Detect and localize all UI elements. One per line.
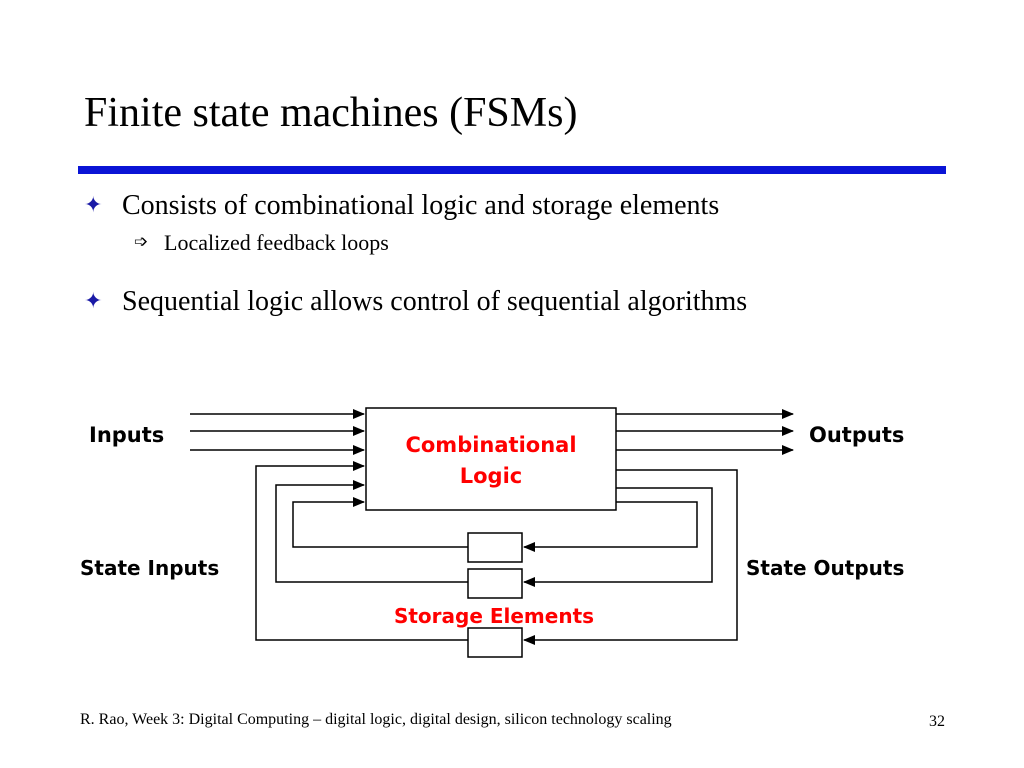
state-outputs-label: State Outputs — [746, 556, 904, 580]
feedback-loop-1-out — [523, 501, 698, 552]
arrow-icon: ➩ — [134, 232, 149, 251]
bullet-1-text: Consists of combinational logic and stor… — [122, 190, 720, 221]
combinational-logic-label-line1: Combinational — [405, 433, 576, 457]
combinational-logic-box — [365, 407, 617, 511]
title-rule — [78, 166, 946, 174]
storage-elements-label: Storage Elements — [394, 604, 594, 628]
four-point-star-icon: ✦ — [84, 288, 103, 313]
combinational-logic-label-line2: Logic — [460, 464, 523, 488]
slide-title: Finite state machines (FSMs) — [84, 90, 578, 136]
inputs-label: Inputs — [89, 423, 164, 447]
page-number: 32 — [929, 713, 945, 730]
storage-element-3 — [467, 627, 523, 658]
outputs-label: Outputs — [809, 423, 904, 447]
four-point-star-icon: ✦ — [84, 192, 103, 217]
state-inputs-label: State Inputs — [80, 556, 219, 580]
feedback-loop-2-in — [275, 480, 468, 583]
feedback-loop-3-in — [255, 461, 468, 641]
feedback-loop-1-in — [292, 497, 468, 548]
footer-text: R. Rao, Week 3: Digital Computing – digi… — [80, 711, 672, 728]
feedback-loop-3-out — [523, 469, 738, 645]
storage-element-1 — [467, 532, 523, 563]
storage-element-2 — [467, 568, 523, 599]
sub-bullet-1-text: Localized feedback loops — [164, 230, 389, 255]
feedback-loop-2-out — [523, 487, 713, 587]
bullet-2-text: Sequential logic allows control of seque… — [122, 286, 748, 317]
